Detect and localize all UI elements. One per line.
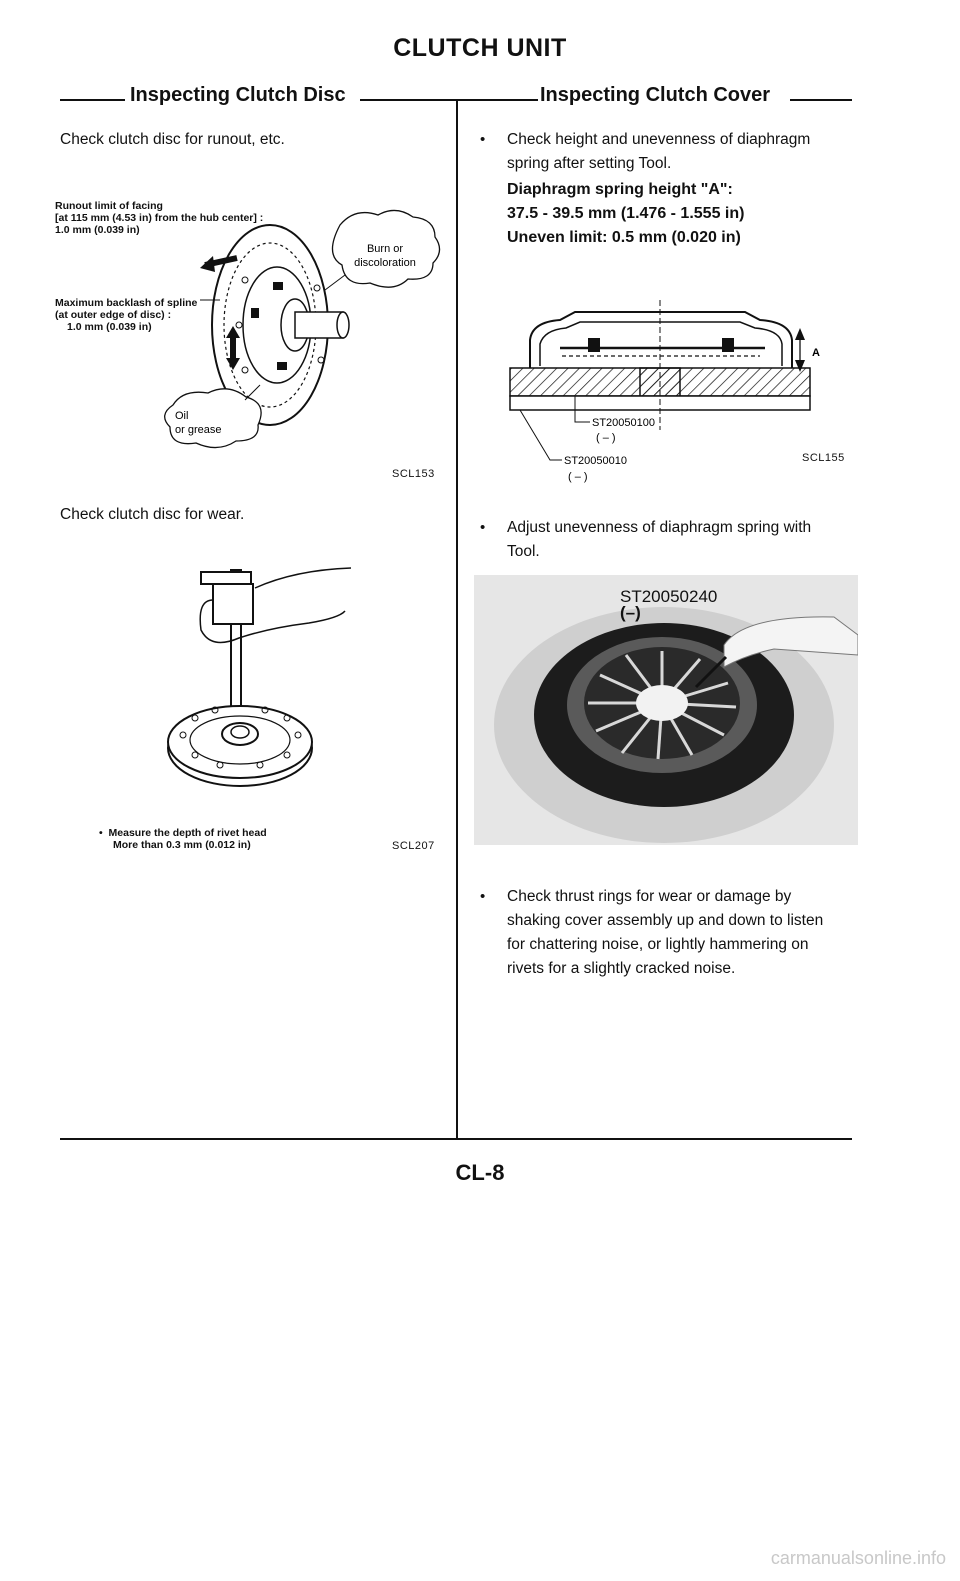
- runout-label: Runout limit of facing [at 115 mm (4.53 …: [55, 200, 264, 236]
- spring-height-spec: Diaphragm spring height "A": 37.5 - 39.5…: [507, 181, 745, 246]
- diaphragm-section-drawing: A ST20050100 ( – ) ST20050010 ( – ): [509, 300, 820, 483]
- figure-disc-runout: Runout limit of facing [at 115 mm (4.53 …: [55, 190, 455, 485]
- figure-code-scl153: SCL153: [392, 468, 435, 480]
- section-heading-clutch-disc: Inspecting Clutch Disc: [130, 84, 346, 106]
- dimension-a-label: A: [812, 347, 820, 359]
- figure-code-scl155: SCL155: [802, 452, 845, 464]
- tool-st20050010: ST20050010: [564, 455, 627, 467]
- adjust-unevenness-instruction: Adjust unevenness of diaphragm spring wi…: [507, 519, 812, 560]
- watermark: carmanualsonline.info: [770, 1548, 946, 1568]
- check-thrust-rings-instruction: Check thrust rings for wear or damage by…: [507, 888, 824, 977]
- tool-st20050100: ST20050100: [592, 417, 655, 429]
- disc-runout-drawing: Burn or discoloration Oil or grease: [164, 209, 441, 449]
- tool-st20050010-sub: ( – ): [568, 471, 588, 483]
- figure-code-scl207: SCL207: [392, 840, 435, 852]
- bullet-2: •: [480, 519, 486, 536]
- page-title: CLUTCH UNIT: [393, 34, 567, 62]
- bottom-rule: [60, 1138, 852, 1140]
- section-heading-clutch-cover: Inspecting Clutch Cover: [540, 84, 771, 106]
- burn-label-2: discoloration: [354, 257, 416, 269]
- rivet-depth-note: • Measure the depth of rivet head More t…: [99, 827, 267, 851]
- disc-runout-instruction: Check clutch disc for runout, etc.: [60, 131, 285, 148]
- figure-disc-wear: • Measure the depth of rivet head More t…: [55, 550, 455, 860]
- figure-diaphragm-section: A ST20050100 ( – ) ST20050010 ( – ) SCL1…: [500, 300, 860, 490]
- oil-label-1: Oil: [175, 410, 188, 422]
- disc-wear-instruction: Check clutch disc for wear.: [60, 506, 245, 523]
- heading-rule-middle: [360, 99, 538, 101]
- burn-label-1: Burn or: [367, 243, 403, 255]
- oil-label-2: or grease: [175, 424, 221, 436]
- clutch-cover-photo-drawing: [494, 607, 858, 843]
- page-number: CL-8: [455, 1160, 505, 1185]
- disc-wear-drawing: [167, 567, 352, 787]
- heading-rule-right: [790, 99, 852, 101]
- photo-tool-label: ST20050240 (–): [620, 587, 718, 622]
- backlash-label: Maximum backlash of spline (at outer edg…: [55, 297, 198, 333]
- tool-st20050100-sub: ( – ): [596, 432, 616, 444]
- check-height-instruction: Check height and unevenness of diaphragm…: [507, 131, 811, 172]
- bullet-1: •: [480, 131, 486, 148]
- bullet-3: •: [480, 888, 486, 905]
- heading-rule-left-a: [60, 99, 125, 101]
- column-divider: [456, 100, 458, 1140]
- photo-clutch-cover-tool: ST20050240 (–): [474, 575, 858, 845]
